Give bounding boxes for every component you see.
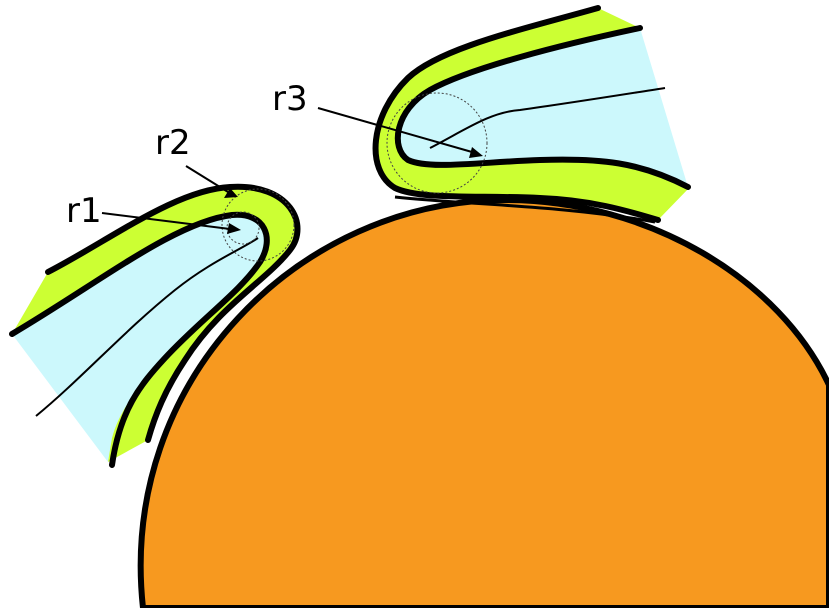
arrow-r3-head [469, 147, 483, 158]
right-tip-outer-line [372, 5, 661, 223]
r3-circle [386, 92, 488, 194]
right-tip-inner-line [394, 25, 691, 190]
r2-circle [221, 188, 295, 262]
left-tip-inner-line [9, 211, 270, 468]
left-tip-outer-line [45, 183, 301, 443]
arrow-r2 [185, 165, 229, 193]
right-tip [372, 5, 691, 223]
arrow-r3 [317, 107, 473, 153]
right-tip-midline [429, 87, 666, 149]
arrow-r2-head [224, 188, 238, 198]
orange-sphere [137, 196, 829, 608]
label-r2: r2 [155, 123, 191, 163]
label-r3: r3 [272, 79, 308, 119]
left-tip [9, 183, 301, 468]
label-r1: r1 [66, 191, 102, 231]
annotations: r1 r2 r3 [66, 79, 483, 234]
right-tip-sphere-gap-line [394, 195, 656, 224]
left-tip-inner-region [12, 214, 267, 462]
arrow-r1-head [227, 223, 241, 234]
arrow-r1 [101, 212, 231, 230]
left-tip-midline [35, 237, 259, 417]
